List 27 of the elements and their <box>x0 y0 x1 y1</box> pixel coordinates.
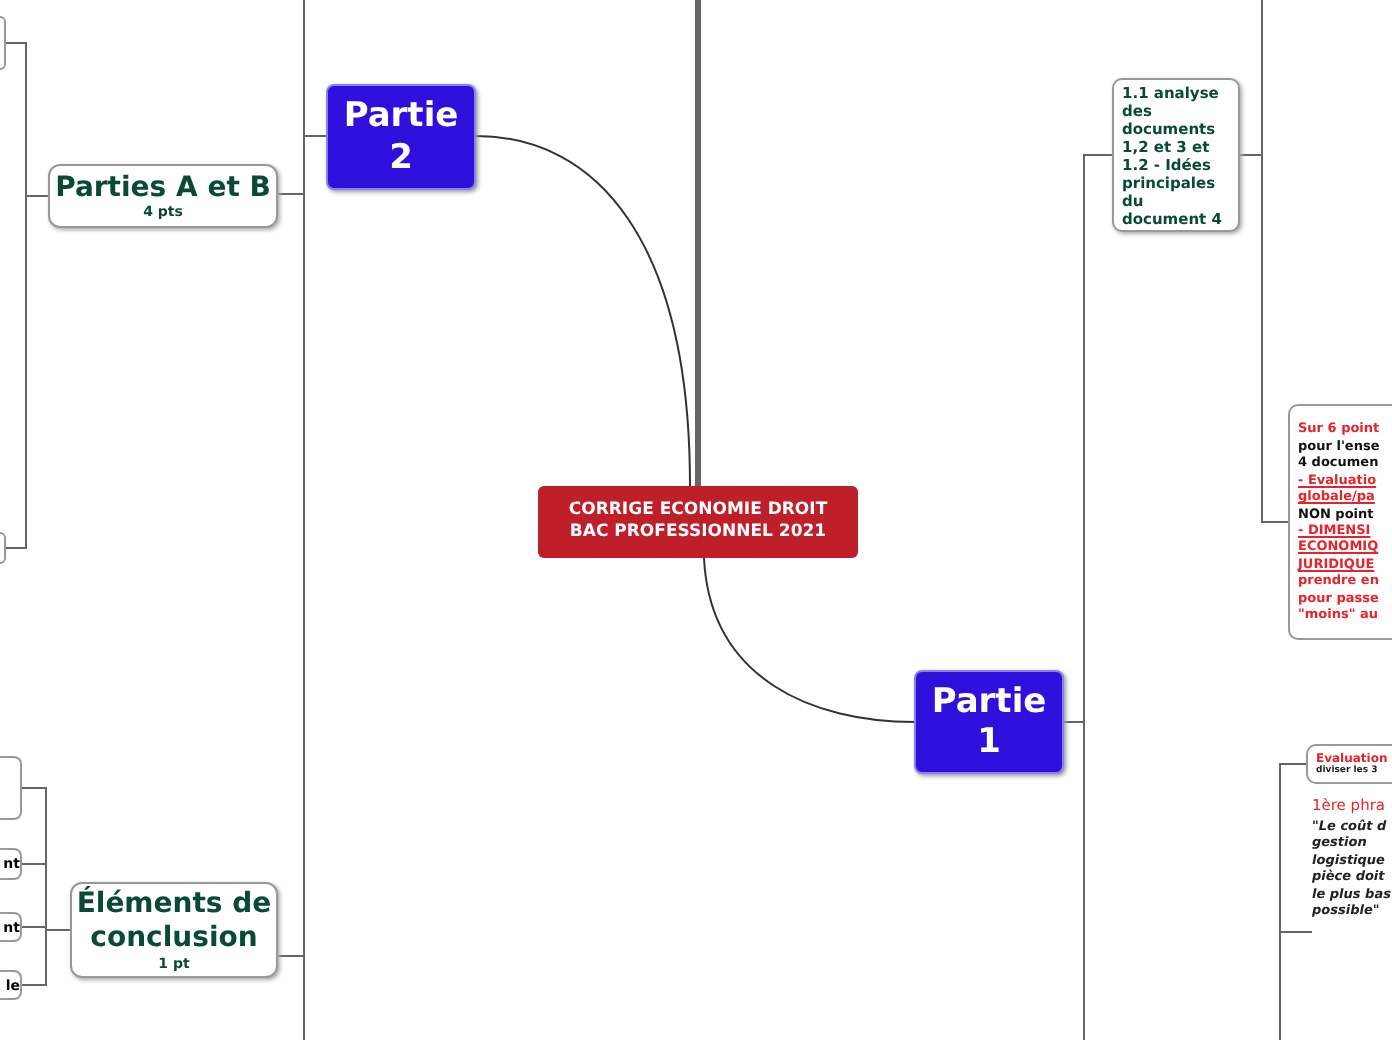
connector-line <box>1063 721 1085 1040</box>
topic-box <box>0 970 22 1000</box>
topic-box <box>0 756 22 820</box>
topic-box <box>0 912 22 942</box>
connector-line <box>5 195 49 549</box>
branch-box <box>326 84 476 190</box>
topic-box <box>70 882 278 978</box>
topic-box <box>0 16 6 70</box>
branch-box <box>914 670 1064 774</box>
topic-label: Parties A et B <box>55 171 271 205</box>
topic-box <box>0 848 22 880</box>
connector-line <box>703 557 915 723</box>
connector-line <box>475 135 691 487</box>
branch-label: Partie 1 <box>929 681 1049 763</box>
central-topic <box>538 486 858 558</box>
topic-label: Éléments de conclusion <box>74 888 274 956</box>
topic-box <box>1112 78 1240 232</box>
title-text: CORRIGE ECONOMIE DROIT BAC PROFESSIONNEL 2021 <box>566 499 830 545</box>
note-box <box>1288 404 1392 640</box>
connector-line <box>695 0 701 486</box>
topic-box <box>1306 744 1392 784</box>
connector-line <box>1279 931 1313 1040</box>
connector-line <box>1239 0 1263 156</box>
connector-line <box>21 929 71 986</box>
topic-box <box>48 164 278 228</box>
branch-label: Partie 2 <box>341 96 461 178</box>
topic-box <box>0 532 6 564</box>
